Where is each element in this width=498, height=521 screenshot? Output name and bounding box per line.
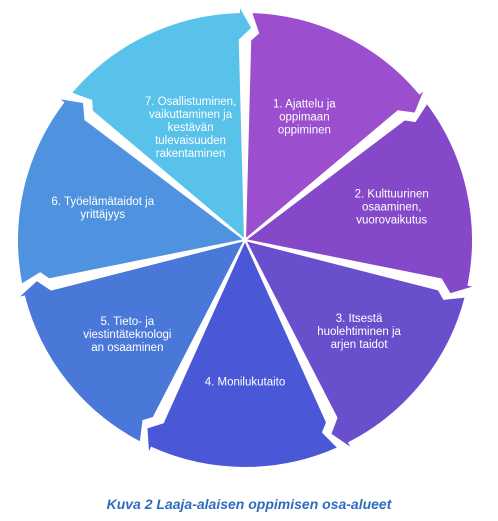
segment-2-label-line: osaaminen, <box>362 202 421 214</box>
segment-6-label-line: 6. Työelämätaidot ja <box>51 196 154 208</box>
segment-4-label: 4. Monilukutaito <box>205 376 286 388</box>
segment-7-label-line: vaikuttaminen ja <box>149 109 233 121</box>
segment-4-label-line: 4. Monilukutaito <box>205 376 286 388</box>
segment-3-label-line: 3. Itsestä <box>336 313 383 325</box>
segment-6-label-line: yrittäjyys <box>80 209 125 221</box>
segment-1-label-line: oppiminen <box>278 125 331 137</box>
segment-7-label-line: rakentaminen <box>156 148 226 160</box>
segment-5-label-line: 5. Tieto- ja <box>100 316 154 328</box>
segment-7 <box>68 3 254 243</box>
segment-2 <box>242 100 477 296</box>
segment-5-label-line: an osaaminen <box>91 342 163 354</box>
segment-3 <box>243 238 468 451</box>
segment-7-label-line: kestävän <box>168 122 214 134</box>
segment-1-label-line: 1. Ajattelu ja <box>273 99 336 111</box>
figure-caption: Kuva 2 Laaja-alaisen oppimisen osa-aluee… <box>106 496 392 512</box>
segment-4 <box>145 237 341 469</box>
segment-5-label-line: viestintäteknologi <box>83 329 171 341</box>
segment-1 <box>243 11 427 243</box>
segment-2-label-line: vuorovaikutus <box>356 215 427 227</box>
segment-5 <box>15 238 247 445</box>
segment-3-label-line: arjen taidot <box>331 339 389 351</box>
segment-3-label-line: huolehtiminen ja <box>317 326 401 338</box>
segment-2-label-line: 2. Kulttuurinen <box>355 189 429 201</box>
segment-7-label-line: 7. Osallistuminen, <box>145 96 236 108</box>
segment-1-label-line: oppimaan <box>279 112 330 124</box>
segment-6 <box>16 96 248 287</box>
segment-7-label-line: tulevaisuuden <box>155 135 226 147</box>
segments-layer <box>15 3 477 469</box>
